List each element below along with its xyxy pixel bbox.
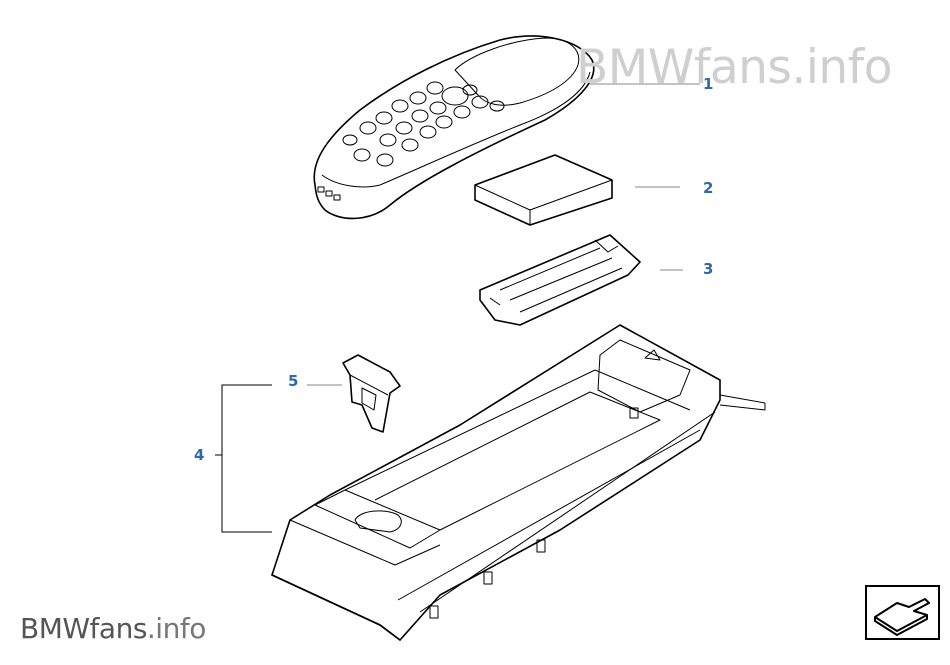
watermark-bottom-suffix: .info bbox=[146, 612, 206, 645]
watermark-bottom-brand: BMWfans bbox=[20, 612, 147, 645]
watermark-top-brand: BMWfans bbox=[576, 40, 792, 95]
callout-2: 2 bbox=[703, 179, 713, 197]
callout-3: 3 bbox=[703, 260, 713, 278]
callout-5: 5 bbox=[288, 372, 298, 390]
callout-1: 1 bbox=[703, 75, 713, 93]
part-3-battery-cover bbox=[479, 234, 641, 326]
part-1-handset bbox=[313, 35, 595, 220]
watermark-top-suffix: .info bbox=[791, 40, 892, 95]
callout-4: 4 bbox=[194, 446, 204, 464]
watermark-bottom: BMWfans.info bbox=[20, 612, 206, 645]
return-button[interactable] bbox=[865, 585, 940, 640]
return-arrow-icon bbox=[874, 598, 930, 636]
part-4-cradle bbox=[271, 324, 766, 641]
part-5-clip bbox=[342, 354, 401, 433]
leader-lines bbox=[215, 83, 700, 533]
bracket-4 bbox=[215, 384, 272, 533]
watermark-top: BMWfans.info bbox=[576, 40, 892, 95]
part-2-battery bbox=[474, 154, 613, 226]
